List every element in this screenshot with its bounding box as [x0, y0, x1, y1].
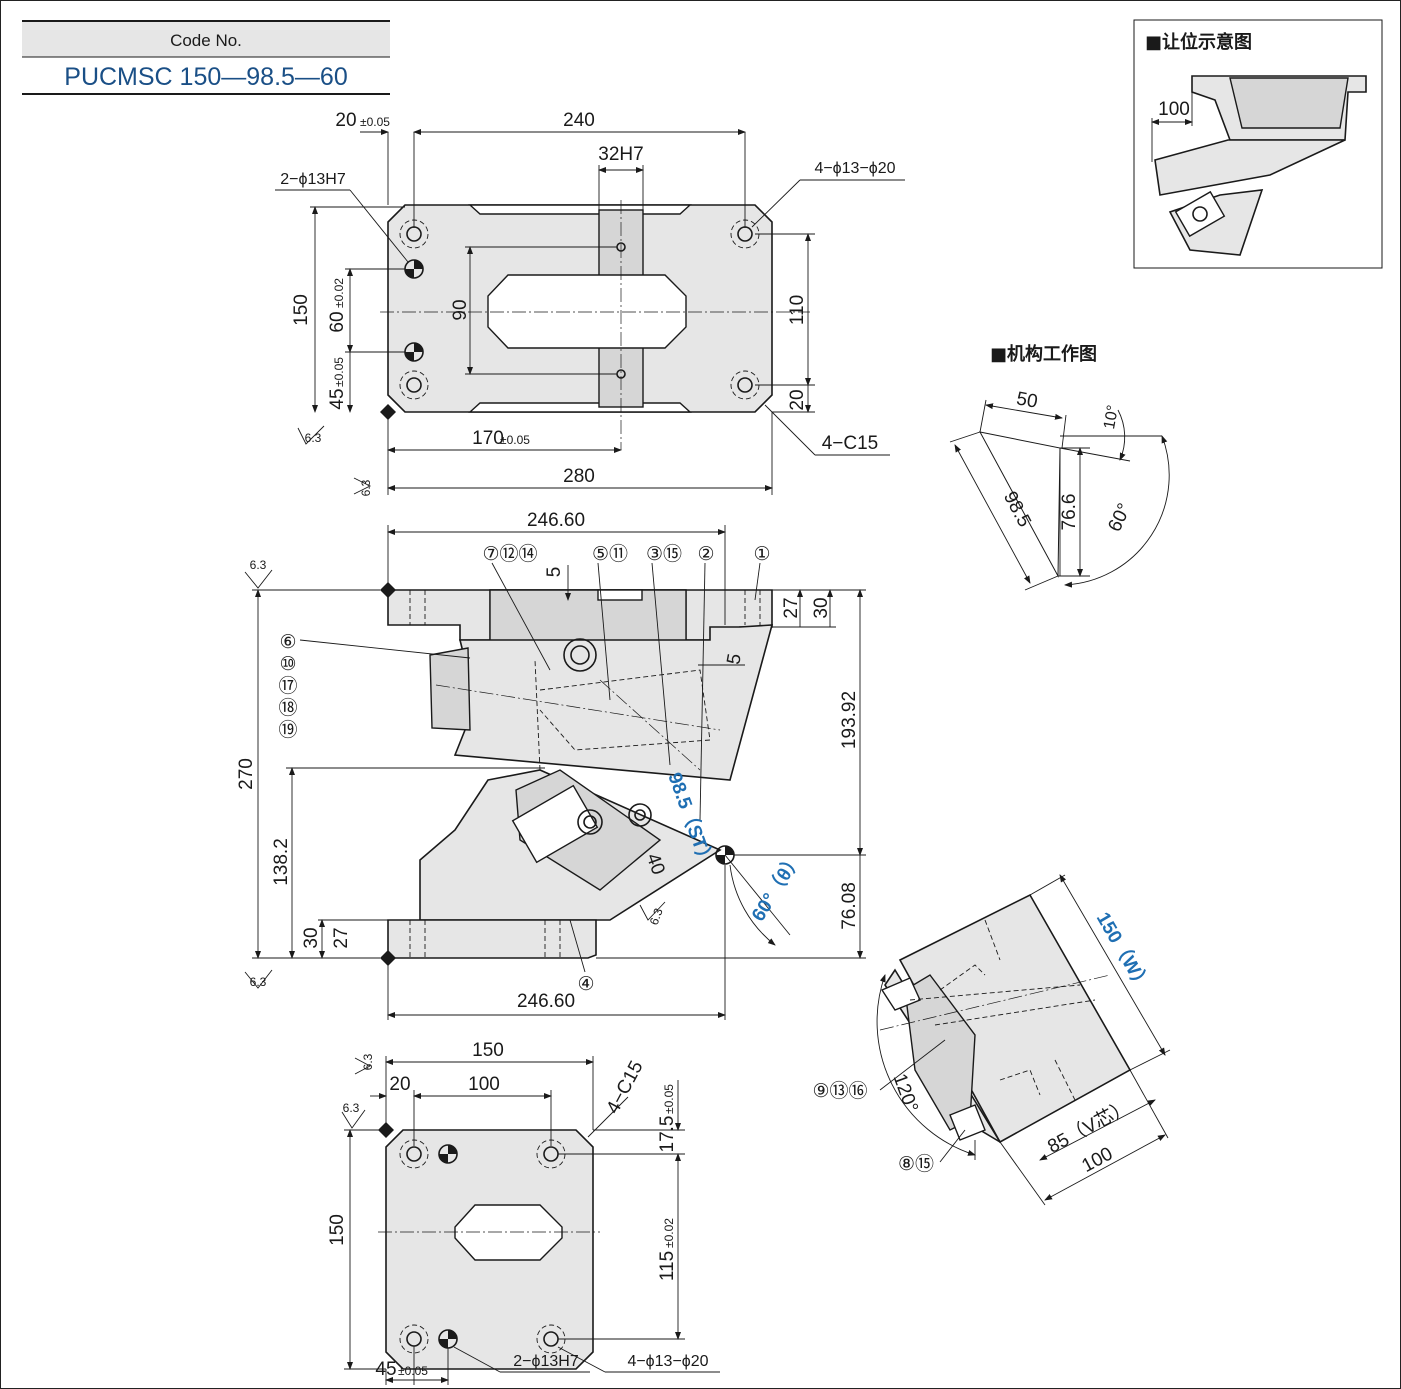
roughness-side-bottom: 6.3 [250, 975, 267, 989]
dim-angle: 60°（θ） [746, 848, 806, 926]
dim-32h7: 32H7 [598, 144, 643, 165]
callout-1: ① [753, 544, 770, 565]
callout-2: ② [697, 544, 714, 565]
mechanism-title: ■机构工作图 [990, 343, 1097, 365]
dim-270: 270 [236, 758, 257, 790]
dim-45-bottom-tol: ±0.05 [398, 1364, 428, 1378]
dim-20-tol: ±0.05 [360, 115, 390, 129]
dim-2-holes: 2−ϕ13H7 [280, 171, 346, 188]
dim-100-bottom: 100 [468, 1074, 500, 1095]
part-callouts: ⑦⑫⑭ ⑤⑪ ③⑮ ② ① ⑥ ⑩ ⑰ ⑱ ⑲ ④ [278, 543, 770, 995]
side-view: 246.60 246.60 5 5 27 30 270 138.2 193.92… [236, 510, 866, 1020]
roughness-bottom: 6.3 [343, 1101, 360, 1115]
dim-30-bottom: 30 [301, 927, 322, 948]
callout-8-15: ⑧⑮ [898, 1153, 934, 1175]
code-header: Code No. PUCMSC 150—98.5—60 [22, 20, 390, 95]
mech-dim-10: 10° [1101, 404, 1122, 431]
callout-10: ⑩ [279, 654, 296, 675]
dim-20: 20 [335, 110, 356, 131]
roughness-bottom-side: 6.3 [361, 1053, 375, 1070]
dim-4-holes: 4−ϕ13−ϕ20 [814, 160, 895, 177]
roughness-side-top: 6.3 [250, 558, 267, 572]
roughness-top: 6.3 [305, 431, 322, 445]
dim-17-5-tol: ±0.05 [662, 1084, 676, 1114]
dim-170-tol: ±0.05 [500, 433, 530, 447]
dim-27-top: 27 [781, 597, 802, 618]
dim-45-bottom: 45 [375, 1359, 396, 1380]
top-view: 240 20 ±0.05 32H7 4−ϕ13−ϕ20 2−ϕ13H7 150 … [275, 110, 905, 496]
callout-18: ⑱ [278, 697, 297, 719]
clearance-inset: ■让位示意图 100 [1133, 19, 1383, 269]
dim-4-c15-bottom: 4−C15 [603, 1058, 648, 1118]
mech-dim-98: 98.5 [999, 488, 1035, 531]
dim-138: 138.2 [271, 838, 292, 886]
dim-76: 76.08 [839, 882, 860, 930]
clearance-title: ■让位示意图 [1145, 31, 1252, 53]
dim-4-c15: 4−C15 [822, 433, 879, 454]
mech-dim-60: 60° [1104, 500, 1135, 535]
callout-19: ⑲ [278, 719, 297, 741]
section-dim-150w: 150（W） [1092, 908, 1156, 995]
dim-170: 170 [472, 428, 504, 449]
dim-150-bottom: 150 [472, 1040, 504, 1061]
callout-17: ⑰ [278, 675, 297, 697]
dim-30-top: 30 [811, 597, 832, 618]
mech-dim-50: 50 [1015, 388, 1039, 412]
dim-115-tol: ±0.02 [662, 1218, 676, 1248]
dim-60-tol: ±0.02 [332, 278, 346, 308]
dim-246-bottom: 246.60 [517, 991, 575, 1012]
dim-20-right: 20 [787, 389, 808, 410]
mech-dim-76: 76.6 [1059, 494, 1080, 531]
dim-115: 115 [657, 1251, 678, 1281]
callout-7-12-14: ⑦⑫⑭ [482, 543, 537, 565]
dim-60: 60 [327, 311, 348, 332]
clearance-dim-100: 100 [1158, 99, 1190, 120]
dim-246-top: 246.60 [527, 510, 585, 531]
dim-90: 90 [450, 299, 471, 320]
section-dim-120: 120° [889, 1071, 922, 1115]
callout-9-13-16: ⑨⑬⑯ [812, 1080, 867, 1102]
callout-4: ④ [577, 974, 594, 995]
callout-3-15: ③⑮ [646, 543, 682, 565]
code-value: PUCMSC 150—98.5—60 [64, 63, 347, 91]
dim-5-right: 5 [723, 652, 746, 666]
dim-2-holes-bottom: 2−ϕ13H7 [513, 1353, 579, 1370]
roughness-top-side: 6.3 [359, 479, 373, 496]
dim-193: 193.92 [839, 691, 860, 749]
dim-45-tol: ±0.05 [332, 357, 346, 387]
dim-150: 150 [291, 294, 312, 326]
callout-5-11: ⑤⑪ [592, 543, 628, 565]
dim-20-bottom: 20 [389, 1074, 410, 1095]
dim-280: 280 [563, 466, 595, 487]
code-label: Code No. [170, 31, 242, 50]
mechanism-diagram: ■机构工作图 50 10° 98.5 76.6 60° [949, 343, 1170, 591]
dim-27-bottom: 27 [331, 927, 352, 948]
dim-150-vertical: 150 [327, 1214, 348, 1246]
roughness-side-driver: 6.3 [647, 906, 666, 927]
callout-6: ⑥ [279, 632, 296, 653]
dim-17-5: 17.5 [657, 1116, 678, 1153]
dim-240: 240 [563, 110, 595, 131]
dim-45: 45 [327, 388, 348, 409]
dim-4-holes-bottom: 4−ϕ13−ϕ20 [627, 1353, 708, 1370]
dim-5-top: 5 [544, 567, 565, 578]
section-dim-100: 100 [1078, 1143, 1116, 1176]
bottom-view: 150 20 100 4−C15 17.5 ±0.05 115 ±0.02 15… [327, 1040, 720, 1385]
dim-110: 110 [787, 295, 808, 325]
section-view: 150（W） 85（V芯） 100 120° ⑨⑬⑯ ⑧⑮ [812, 874, 1171, 1206]
